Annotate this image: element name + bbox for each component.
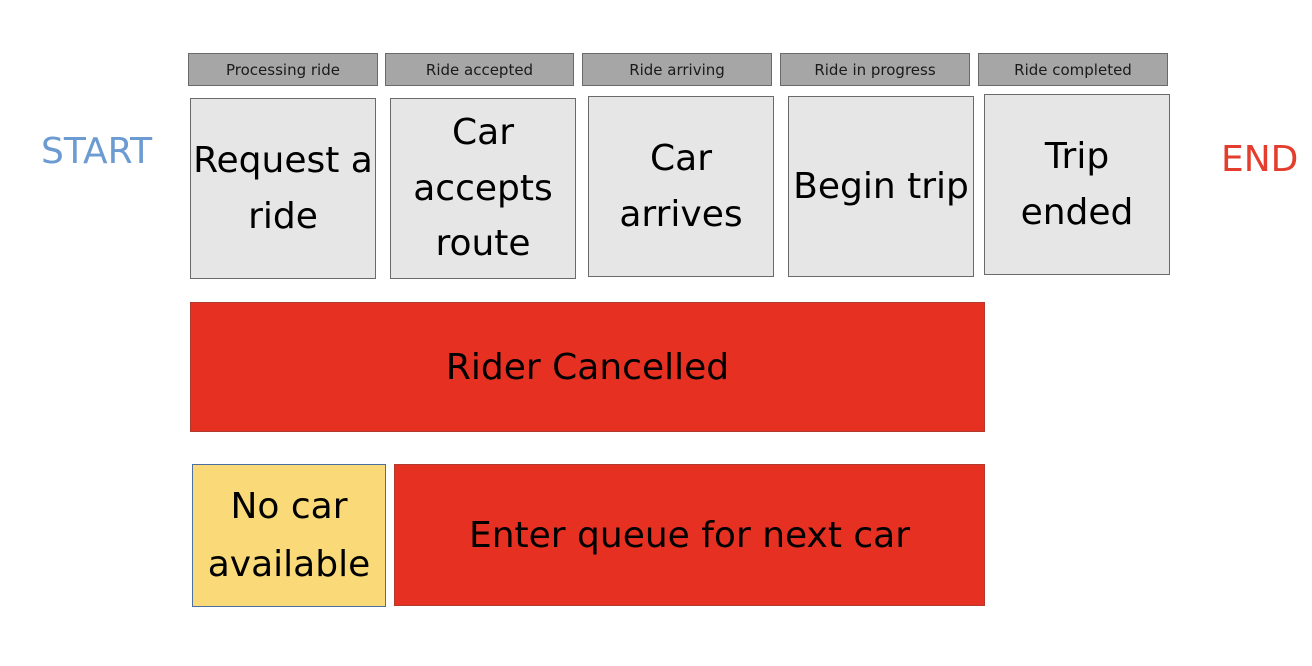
stage-header-ride-accepted: Ride accepted	[385, 53, 574, 86]
stage-header-ride-completed: Ride completed	[978, 53, 1168, 86]
end-label: END	[1221, 139, 1299, 180]
stage-header-ride-in-progress: Ride in progress	[780, 53, 970, 86]
enter-queue-bar: Enter queue for next car	[394, 464, 985, 606]
stage-box-trip-ended: Trip ended	[984, 94, 1170, 275]
stage-box-begin-trip: Begin trip	[788, 96, 974, 277]
no-car-available-box: No car available	[192, 464, 386, 607]
stage-header-processing-ride: Processing ride	[188, 53, 378, 86]
stage-box-car-arrives: Car arrives	[588, 96, 774, 277]
stage-box-request-ride: Request a ride	[190, 98, 376, 279]
start-label: START	[41, 131, 153, 172]
stage-box-car-accepts-route: Car accepts route	[390, 98, 576, 279]
rider-cancelled-bar: Rider Cancelled	[190, 302, 985, 432]
stage-header-ride-arriving: Ride arriving	[582, 53, 772, 86]
